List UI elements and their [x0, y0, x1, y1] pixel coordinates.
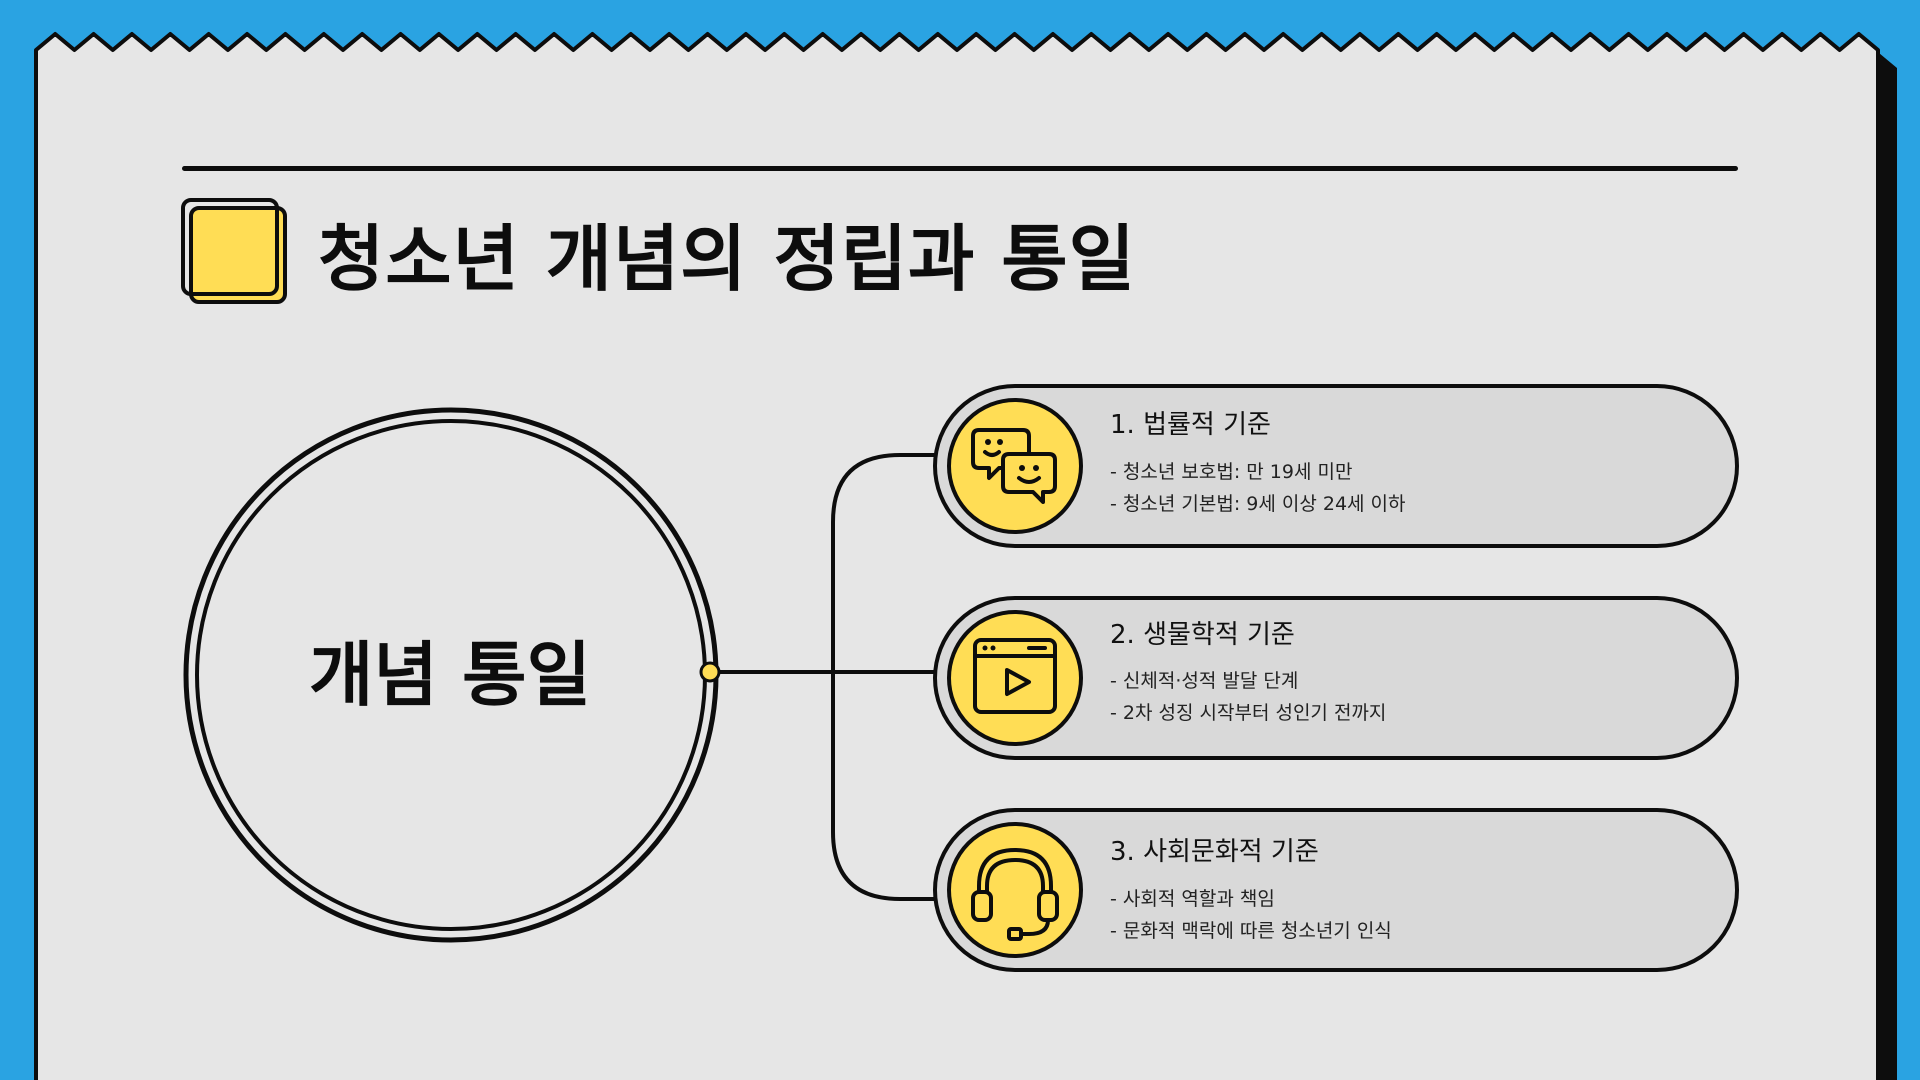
- title-rule: [182, 166, 1738, 171]
- title-badge-icon: [181, 198, 287, 304]
- item-title-sociocultural: 3. 사회문화적 기준: [1110, 837, 1319, 867]
- video-player-icon: [947, 610, 1083, 746]
- item-pill-sociocultural: [933, 808, 1739, 972]
- item-line-sociocultural-2: - 문화적 맥락에 따른 청소년기 인식: [1110, 920, 1392, 942]
- headset-icon: [947, 822, 1083, 958]
- item-title-legal: 1. 법률적 기준: [1110, 410, 1271, 440]
- item-line-biological-1: - 신체적·성적 발달 단계: [1110, 670, 1299, 692]
- item-title-biological: 2. 생물학적 기준: [1110, 620, 1295, 650]
- item-line-legal-1: - 청소년 보호법: 만 19세 미만: [1110, 461, 1353, 483]
- center-label: 개념 통일: [309, 634, 591, 716]
- item-line-legal-2: - 청소년 기본법: 9세 이상 24세 이하: [1110, 493, 1406, 515]
- page-title: 청소년 개념의 정립과 통일: [318, 217, 1136, 301]
- item-pill-biological: [933, 596, 1739, 760]
- item-line-biological-2: - 2차 성징 시작부터 성인기 전까지: [1110, 702, 1387, 724]
- item-line-sociocultural-1: - 사회적 역할과 책임: [1110, 888, 1275, 910]
- item-pill-legal: [933, 384, 1739, 548]
- chat-bubbles-icon: [947, 398, 1083, 534]
